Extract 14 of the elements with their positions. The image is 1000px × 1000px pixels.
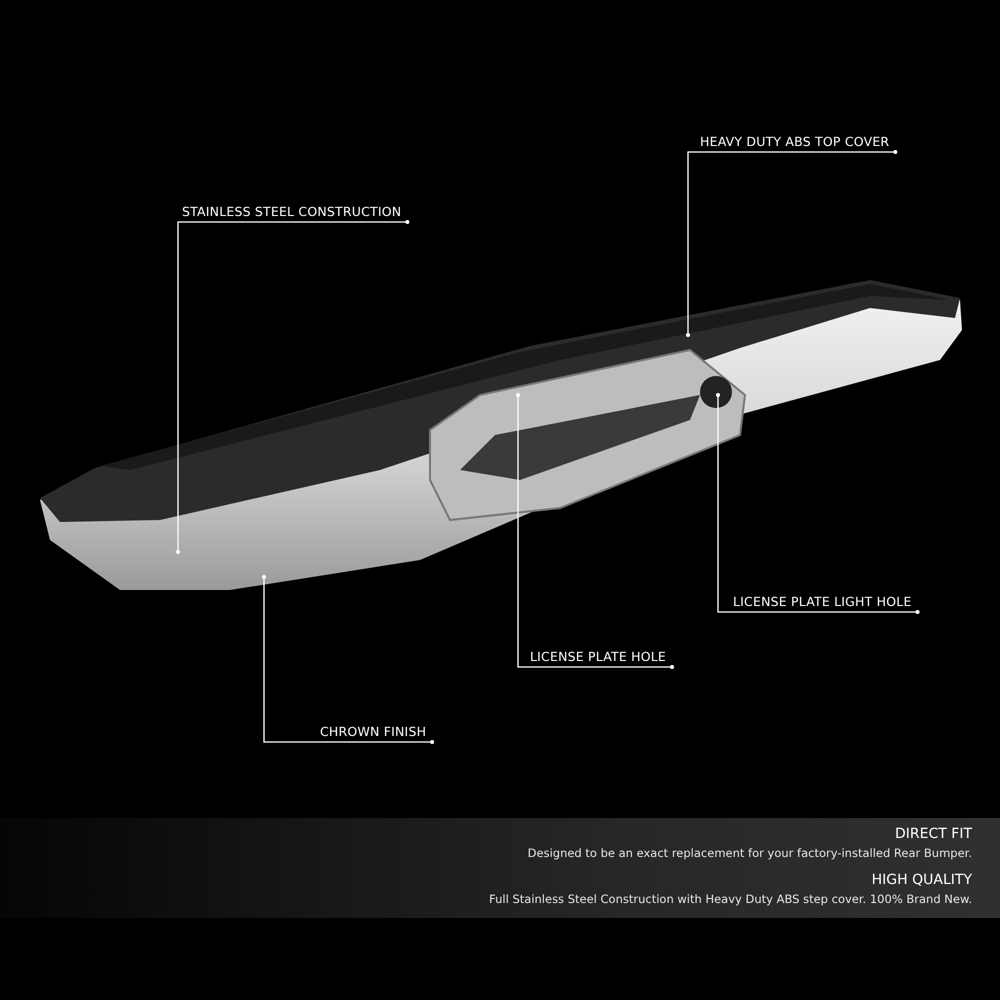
- callout-label: CHROWN FINISH: [320, 724, 426, 740]
- leader-line: [686, 150, 898, 337]
- description-text: Full Stainless Steel Construction with Heavy Duty ABS step cover. 100% Brand New.: [489, 892, 972, 906]
- leader-line: [176, 220, 410, 554]
- leader-line: [516, 393, 674, 669]
- leader-line: [716, 393, 920, 614]
- leader-line: [262, 575, 434, 744]
- callout-label: LICENSE PLATE HOLE: [530, 649, 666, 665]
- callout-label: LICENSE PLATE LIGHT HOLE: [733, 594, 912, 610]
- heading: HIGH QUALITY: [872, 872, 972, 888]
- description-text: Designed to be an exact replacement for your factory-installed Rear Bumper.: [528, 846, 972, 860]
- callout-label: HEAVY DUTY ABS TOP COVER: [700, 134, 890, 150]
- callout-label: STAINLESS STEEL CONSTRUCTION: [182, 204, 402, 220]
- heading: DIRECT FIT: [895, 826, 972, 842]
